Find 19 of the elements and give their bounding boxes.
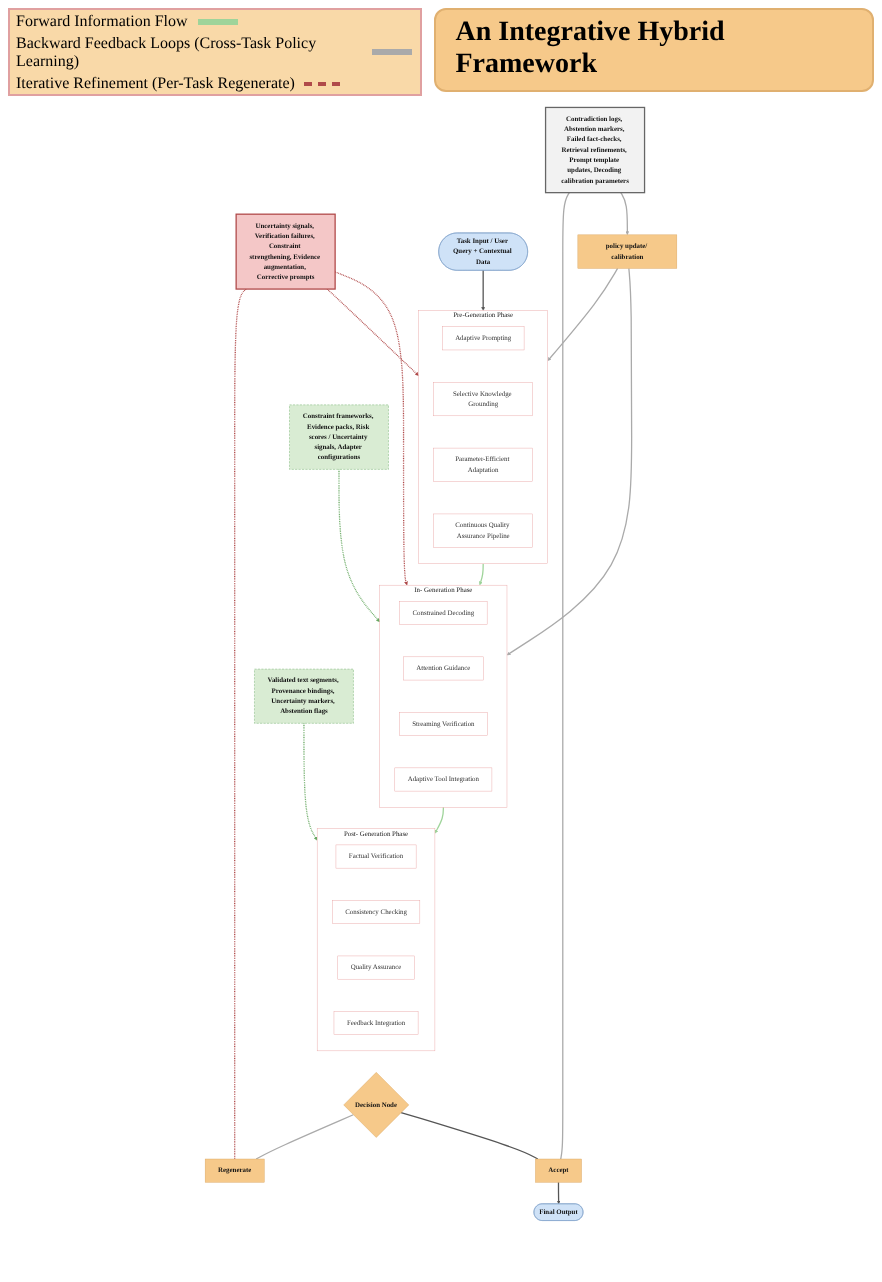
connector bbox=[255, 1114, 354, 1160]
arrow bbox=[481, 269, 486, 311]
arrow bbox=[434, 806, 444, 834]
arrow bbox=[506, 267, 633, 656]
arrow bbox=[478, 563, 484, 586]
legend-label: Backward Feedback Loops (Cross-Task Policy Learning) bbox=[16, 34, 319, 70]
connector bbox=[560, 192, 570, 1160]
arrow bbox=[556, 1181, 561, 1205]
arrow bbox=[334, 271, 408, 586]
arrow bbox=[547, 267, 619, 361]
arrow bbox=[338, 468, 380, 623]
legend-label: Iterative Refinement (Per-Task Regenerate) bbox=[16, 74, 295, 92]
arrow bbox=[620, 192, 630, 235]
title: An Integrative Hybrid Framework bbox=[433, 8, 874, 92]
legend-label: Forward Information Flow bbox=[16, 12, 188, 30]
connector bbox=[234, 288, 247, 1160]
arrow bbox=[303, 722, 318, 841]
connector bbox=[400, 1111, 539, 1160]
arrow bbox=[326, 288, 419, 376]
